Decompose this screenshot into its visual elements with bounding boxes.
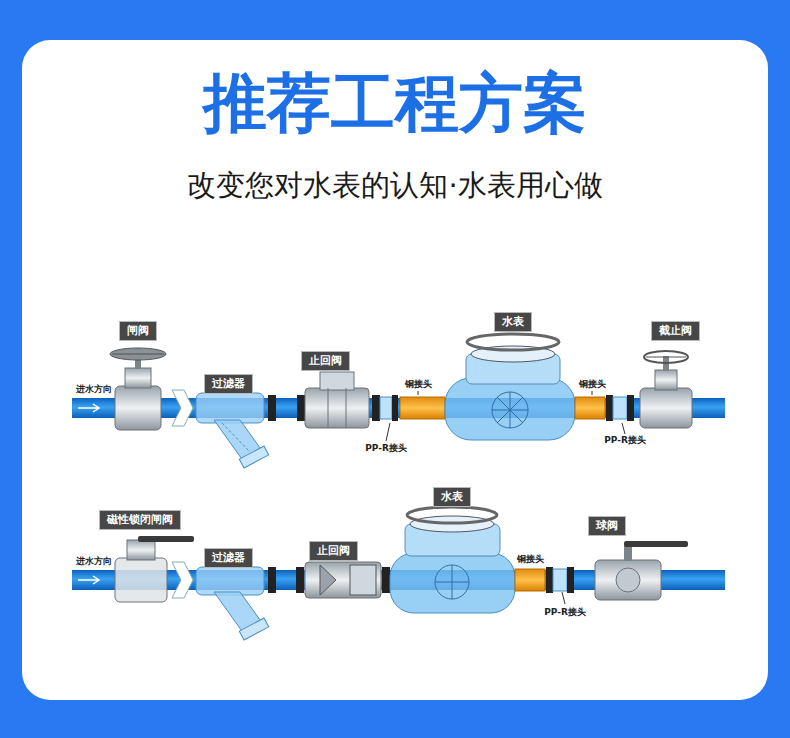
part-label: PP-R接头 (544, 607, 586, 618)
tag-text: 球阀 (596, 519, 618, 532)
part-label: PP-R接头 (604, 435, 646, 446)
top-row (72, 334, 725, 468)
part-tag: 过滤器 (204, 374, 253, 393)
tag-text: 止回阀 (309, 354, 342, 367)
part-label: 铜接头 (579, 379, 606, 390)
part-tag: 磁性锁闭闸阀 (99, 510, 181, 529)
part-tag: 止回阀 (301, 351, 350, 370)
part-tag: 球阀 (588, 516, 626, 535)
part-label: PP-R接头 (365, 443, 407, 454)
tag-text: 止回阀 (317, 544, 350, 557)
part-tag: 水表 (433, 487, 471, 506)
part-tag: 过滤器 (204, 548, 253, 567)
part-tag: 截止阀 (651, 321, 700, 340)
part-label: 进水方向 (76, 556, 112, 567)
part-label: 铜接头 (517, 554, 544, 565)
tag-text: 过滤器 (212, 377, 245, 390)
part-tag: 水表 (494, 312, 532, 331)
card (22, 40, 768, 700)
tag-text: 水表 (502, 315, 524, 328)
part-label: 铜接头 (405, 379, 432, 390)
page-title: 推荐工程方案 (0, 68, 790, 138)
bottom-row (72, 507, 725, 640)
tag-text: 水表 (441, 490, 463, 503)
tag-text: 闸阀 (127, 324, 149, 337)
part-tag: 闸阀 (119, 321, 157, 340)
page-subtitle: 改变您对水表的认知·水表用心做 (0, 168, 790, 203)
tag-text: 磁性锁闭闸阀 (107, 513, 173, 526)
tag-text: 截止阀 (659, 324, 692, 337)
part-tag: 止回阀 (309, 541, 358, 560)
part-label: 进水方向 (76, 384, 112, 395)
tag-text: 过滤器 (212, 551, 245, 564)
